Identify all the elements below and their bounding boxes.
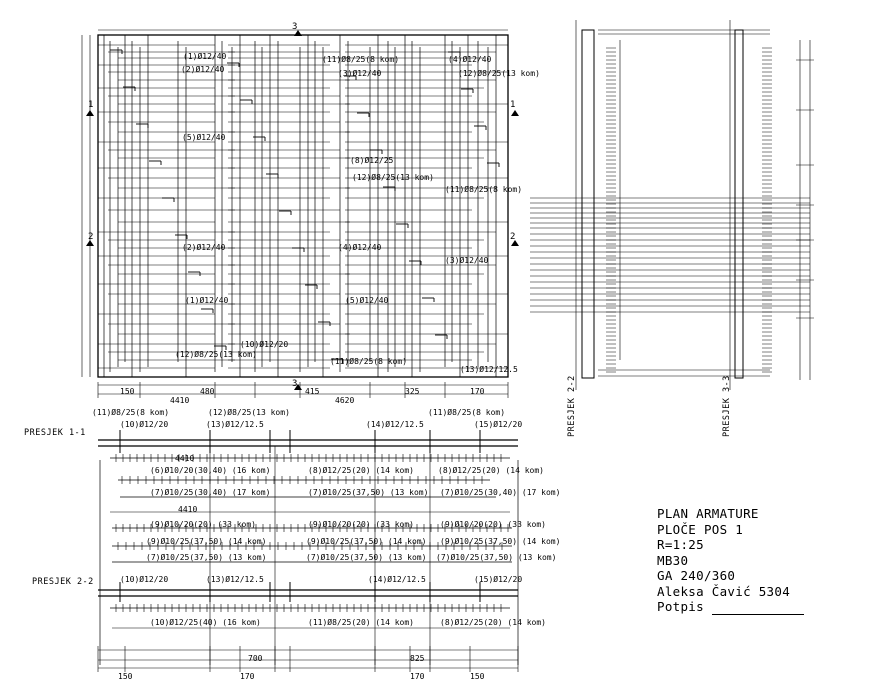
bar-callout: (1)Ø12/40 <box>185 296 229 305</box>
dimension-text: 170 <box>240 672 255 681</box>
bar-callout: (4)Ø12/40 <box>338 243 382 252</box>
section-marker-1 <box>86 110 94 116</box>
section-marker-1 <box>511 110 519 116</box>
bar-callout: (3)Ø12/40 <box>445 256 489 265</box>
title-line-2: PLOČE POS 1 <box>657 521 744 537</box>
section-marker-2 <box>511 240 519 246</box>
section-marker-2 <box>86 240 94 246</box>
bar-callout: (15)Ø12/20 <box>474 575 523 584</box>
dimension-text: 325 <box>405 387 420 396</box>
dimension-text: 150 <box>118 672 133 681</box>
bar-callout: (15)Ø12/20 <box>474 420 523 429</box>
section-marker-3 <box>294 30 302 36</box>
bar-callout: (8)Ø12/25(20) (14 kom) <box>438 466 544 475</box>
bar-callout: (9)Ø10/20(20) (33 kom) <box>150 520 256 529</box>
bar-callout: (11)Ø8/25(8 kom) <box>428 408 506 417</box>
dimension-text: 700 <box>248 654 263 663</box>
axis-mark: 2 <box>88 232 94 242</box>
bar-callout: (7)Ø10/25(30,40) (17 kom) <box>440 488 561 497</box>
section-2-2-slab <box>581 29 595 379</box>
bar-callout: (8)Ø12/25 <box>350 156 394 165</box>
dimension-text: 150 <box>470 672 485 681</box>
section-label-2-2-horizontal: PRESJEK 2-2 <box>32 577 94 587</box>
axis-mark: 3 <box>292 379 298 389</box>
signature-label: Potpis <box>657 599 704 614</box>
bar-callout: (12)Ø8/25(13 kom) <box>175 350 257 359</box>
scale-text: R=1:25 <box>657 537 704 552</box>
bar-callout: (10)Ø12/25(40) (16 kom) <box>150 618 261 627</box>
bar-callout: (5)Ø12/40 <box>345 296 389 305</box>
bar-callout: (12)Ø8/25(13 kom) <box>458 69 540 78</box>
bar-callout: (11)Ø8/25(20) (14 kom) <box>308 618 414 627</box>
title-block: PLAN ARMATURE PLOČE POS 1 R=1:25 MB30 GA… <box>657 506 857 615</box>
bar-callout: (9)Ø10/20(20) (33 kom) <box>440 520 546 529</box>
dimension-text: 480 <box>200 387 215 396</box>
dimension-text: 415 <box>305 387 320 396</box>
bar-callout: (7)Ø10/25(37,50) (13 kom) <box>436 553 557 562</box>
bar-callout: (2)Ø12/40 <box>181 65 225 74</box>
bar-callout: (7)Ø10/25(37,50) (13 kom) <box>306 553 427 562</box>
bar-callout: (7)Ø10/25(37,50) (13 kom) <box>308 488 429 497</box>
bar-callout: (11)Ø8/25(8 kom) <box>322 55 400 64</box>
bar-callout: (7)Ø10/25(37,50) (13 kom) <box>146 553 267 562</box>
bar-callout: (13)Ø12/12.5 <box>460 365 518 374</box>
bar-callout: (11)Ø8/25(8 kom) <box>92 408 170 417</box>
bar-callout: (13)Ø12/12.5 <box>206 420 264 429</box>
bar-callout: (14)Ø12/12.5 <box>368 575 426 584</box>
signature-row: Potpis <box>657 599 857 615</box>
bar-callout: (10)Ø12/20 <box>120 420 169 429</box>
dimension-text: 170 <box>410 672 425 681</box>
bar-callout: (13)Ø12/12.5 <box>206 575 264 584</box>
bar-callout: (4)Ø12/40 <box>448 55 492 64</box>
dimension-text: 4410 <box>170 396 190 405</box>
bar-callout: (10)Ø12/20 <box>240 340 289 349</box>
bar-callout: (9)Ø10/25(37,50) (14 kom) <box>306 537 427 546</box>
bar-callout: (7)Ø10/25(30,40) (17 kom) <box>150 488 271 497</box>
section-label-1-1: PRESJEK 1-1 <box>24 428 86 438</box>
bar-callout: (9)Ø10/25(37,50) (14 kom) <box>440 537 561 546</box>
bar-callout: (12)Ø8/25(13 kom) <box>352 173 434 182</box>
author-name: Aleksa Čavić 5304 <box>657 583 791 599</box>
dimension-text: 150 <box>120 387 135 396</box>
section-marker-3 <box>294 384 302 390</box>
dimension-text: 4410 <box>175 454 195 463</box>
bar-callout: (11)Ø8/25(8 kom) <box>445 185 523 194</box>
bar-callout: (1)Ø12/40 <box>183 52 227 61</box>
bar-callout: (5)Ø12/40 <box>182 133 226 142</box>
dimension-text: 825 <box>410 654 425 663</box>
bar-callout: (2)Ø12/40 <box>182 243 226 252</box>
axis-mark: 2 <box>510 232 516 242</box>
bar-callout: (11)Ø8/25(8 kom) <box>330 357 408 366</box>
dimension-text: 4620 <box>335 396 355 405</box>
slab-outline <box>97 34 509 378</box>
bar-callout: (3)Ø12/40 <box>338 69 382 78</box>
bar-callout: (9)Ø10/20(20) (33 kom) <box>308 520 414 529</box>
section-3-3-slab <box>734 29 744 379</box>
bar-callout: (9)Ø10/25(37,50) (14 kom) <box>146 537 267 546</box>
axis-mark: 1 <box>88 100 94 110</box>
bar-callout: (8)Ø12/25(20) (14 kom) <box>308 466 414 475</box>
axis-mark: 3 <box>292 22 298 32</box>
dimension-text: 170 <box>470 387 485 396</box>
title-line-1: PLAN ARMATURE <box>657 506 759 521</box>
bar-callout: (14)Ø12/12.5 <box>366 420 424 429</box>
bar-callout: (8)Ø12/25(20) (14 kom) <box>440 618 546 627</box>
bar-callout: (6)Ø10/20(30,40) (16 kom) <box>150 466 271 475</box>
signature-line <box>711 613 804 615</box>
steel-grade: GA 240/360 <box>657 568 736 583</box>
section-label-3-3-vertical: PRESJEK 3-3 <box>722 375 732 437</box>
bar-callout: (10)Ø12/20 <box>120 575 169 584</box>
section-label-2-2-vertical: PRESJEK 2-2 <box>567 375 577 437</box>
dimension-text: 4410 <box>178 505 198 514</box>
concrete-grade: MB30 <box>657 552 689 568</box>
bar-callout: (12)Ø8/25(13 kom) <box>208 408 290 417</box>
axis-mark: 1 <box>510 100 516 110</box>
